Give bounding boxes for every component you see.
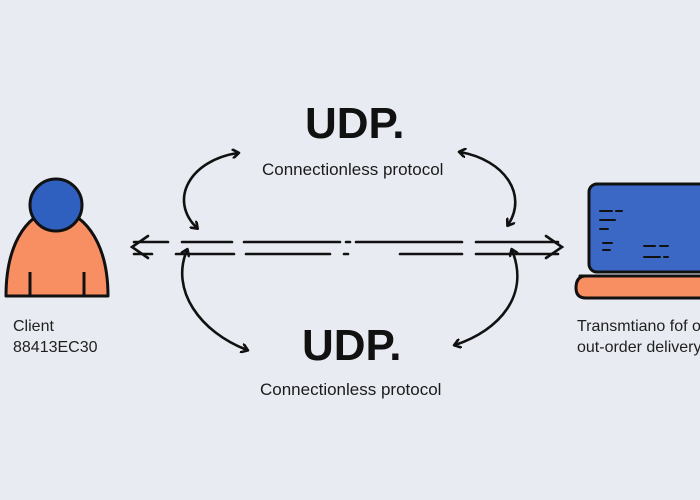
client-id: 88413EC30	[13, 339, 98, 356]
curved-arrows	[182, 152, 517, 350]
client-title: Client	[13, 318, 54, 335]
curved-arrow-top-left	[182, 153, 238, 228]
server-label-line2: out-order delivery	[577, 339, 700, 356]
bottom-protocol-title: UDP.	[302, 321, 402, 370]
laptop-screen	[587, 182, 700, 274]
curved-arrow-bottom-right	[455, 250, 517, 345]
bottom-protocol-description: Connectionless protocol	[260, 380, 442, 399]
laptop-icon	[574, 182, 700, 300]
horizontal-double-arrow	[129, 234, 565, 260]
server-label-line1: Transmtiano fof o	[577, 318, 700, 335]
client-head	[28, 177, 84, 233]
laptop-base	[574, 274, 700, 300]
laptop-code-lines	[599, 210, 669, 258]
client-icon	[4, 177, 110, 298]
curved-arrow-bottom-left	[182, 250, 247, 350]
top-protocol-description: Connectionless protocol	[262, 160, 444, 179]
top-protocol-title: UDP.	[305, 99, 405, 148]
curved-arrow-top-right	[460, 152, 517, 225]
